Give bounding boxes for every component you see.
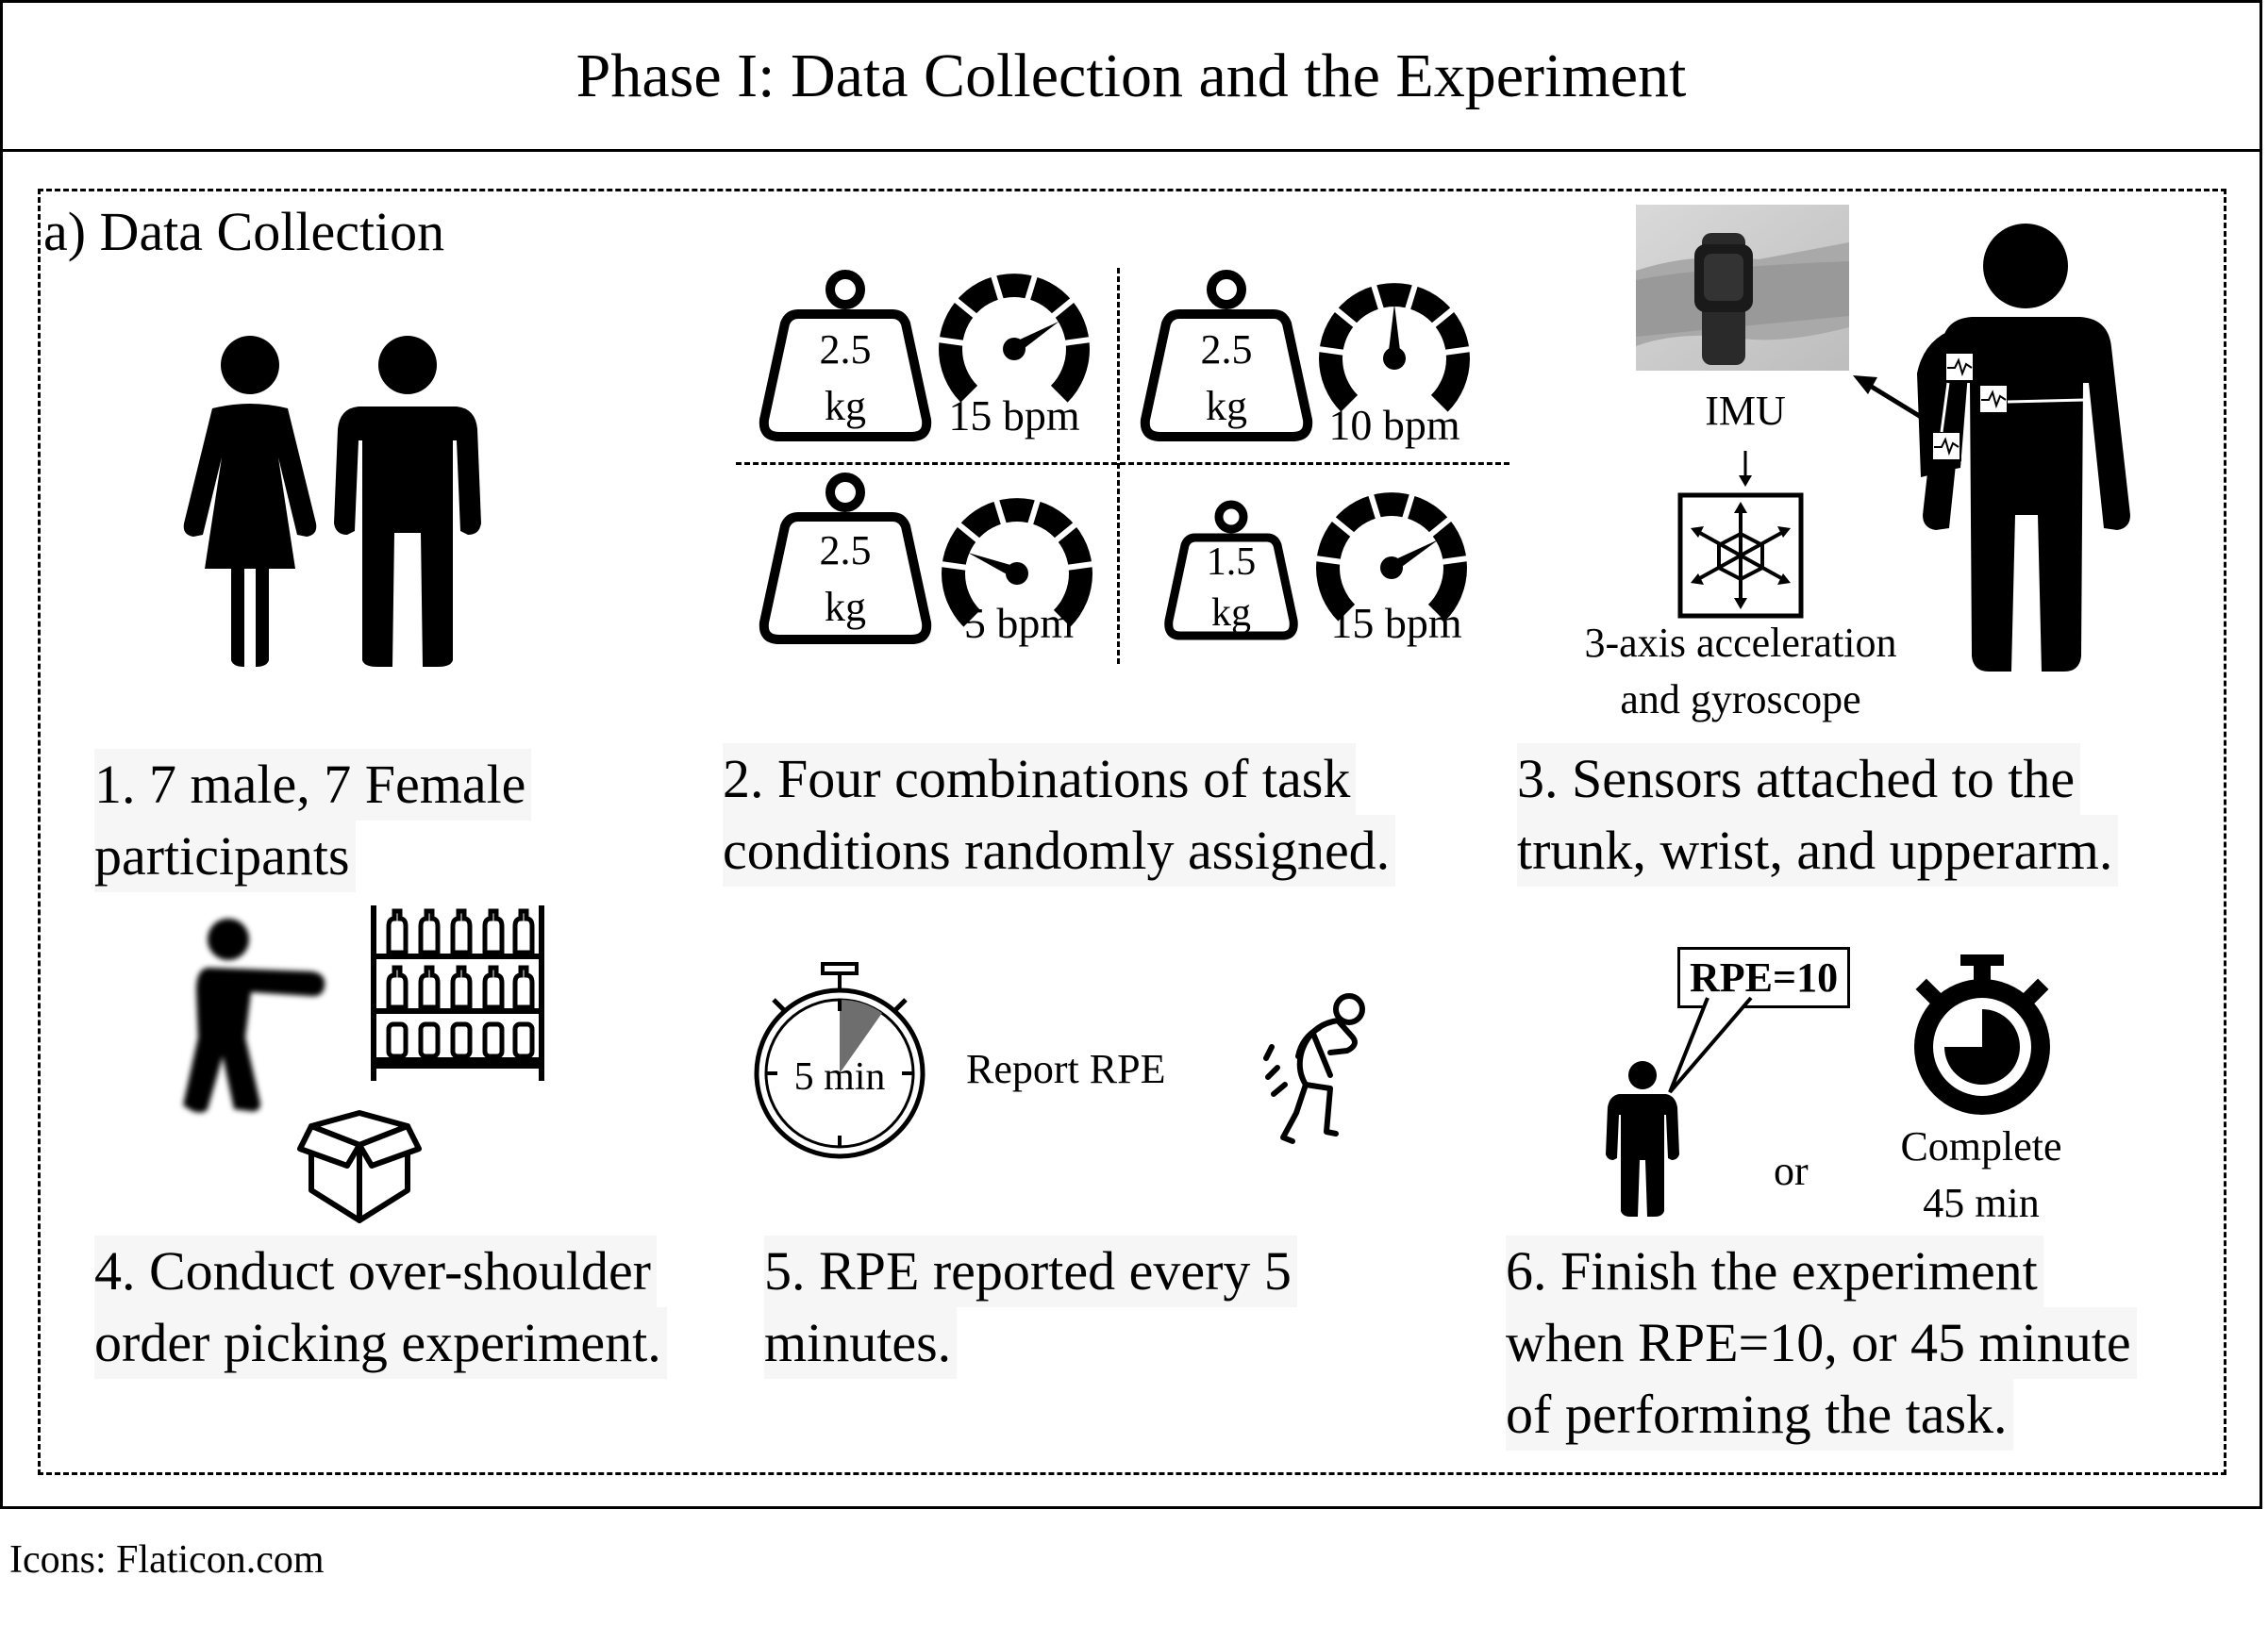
- step-4-line-2: order picking experiment.: [94, 1307, 667, 1379]
- step-4-caption: 4. Conduct over-shoulder order picking e…: [94, 1236, 667, 1379]
- grid-divider-horizontal: [736, 462, 1509, 465]
- women-icon: [183, 336, 317, 667]
- speech-bubble-tail: [1668, 996, 1753, 1094]
- imu-description-line-2: and gyroscope: [1620, 676, 1861, 722]
- condition-2-rate: 10 bpm: [1328, 401, 1460, 449]
- man-icon: [334, 336, 481, 667]
- condition-1-weight-unit: kg: [825, 383, 866, 429]
- condition-1-rate: 15 bpm: [948, 391, 1080, 440]
- figure-frame: Phase I: Data Collection and the Experim…: [0, 0, 2262, 1509]
- weight-icon: [1140, 270, 1313, 441]
- step-5-line-2: minutes.: [764, 1307, 958, 1379]
- title-bar: Phase I: Data Collection and the Experim…: [3, 3, 2260, 152]
- data-collection-panel: [38, 189, 2226, 1475]
- gauge-icon: [1317, 283, 1472, 412]
- gauge-icon: [1314, 492, 1469, 622]
- step-6-caption: 6. Finish the experiment when RPE=10, or…: [1506, 1236, 2137, 1451]
- condition-2-weight-value: 2.5: [1200, 326, 1253, 373]
- step-3-line-1: 3. Sensors attached to the: [1517, 743, 2081, 815]
- imu-chip-icon: [1677, 492, 1804, 619]
- gauge-icon: [937, 274, 1092, 403]
- condition-3-weight-value: 2.5: [819, 527, 872, 573]
- complete-label-line-1: Complete: [1900, 1123, 2062, 1170]
- report-rpe-label: Report RPE: [966, 1046, 1166, 1092]
- section-label: a) Data Collection: [43, 201, 445, 262]
- step-2-line-2: conditions randomly assigned.: [723, 815, 1396, 887]
- step-1-caption: 1. 7 male, 7 Female participants: [94, 749, 532, 892]
- complete-label-line-2: 45 min: [1923, 1180, 2040, 1226]
- step-6-line-2: when RPE=10, or 45 minute: [1506, 1307, 2137, 1379]
- rpe-speech-bubble: RPE=10: [1677, 947, 1851, 1008]
- down-arrow-icon: [1739, 451, 1752, 487]
- condition-4-rate: 15 bpm: [1330, 599, 1462, 647]
- step-5-caption: 5. RPE reported every 5 minutes.: [764, 1236, 1297, 1379]
- timer-icon: [1914, 954, 2050, 1115]
- weight-icon: [759, 473, 932, 644]
- step-1-line-2: participants: [94, 821, 356, 892]
- step-3-caption: 3. Sensors attached to the trunk, wrist,…: [1517, 743, 2119, 887]
- standing-person-icon: [1606, 1061, 1679, 1217]
- imu-description-line-1: 3-axis acceleration: [1584, 620, 1897, 666]
- step-2-line-1: 2. Four combinations of task: [723, 743, 1357, 815]
- weight-icon: [1164, 500, 1298, 640]
- shelf-icon: [371, 905, 544, 1081]
- reaching-person-icon: [183, 919, 325, 1113]
- condition-2-weight-unit: kg: [1206, 383, 1247, 429]
- step-1-line-1: 1. 7 male, 7 Female: [94, 749, 532, 821]
- condition-4-weight-value: 1.5: [1206, 540, 1257, 584]
- condition-3-weight-unit: kg: [825, 584, 866, 630]
- gauge-icon: [940, 498, 1094, 627]
- weight-icon: [759, 270, 932, 441]
- step-3-line-2: trunk, wrist, and upperarm.: [1517, 815, 2119, 887]
- step-6-line-1: 6. Finish the experiment: [1506, 1236, 2043, 1307]
- stopwatch-icon: [754, 962, 926, 1159]
- imu-label: IMU: [1705, 388, 1786, 434]
- condition-1-weight-value: 2.5: [819, 326, 872, 373]
- step-6-line-3: of performing the task.: [1506, 1379, 2013, 1451]
- box-icon: [297, 1110, 422, 1223]
- wrist-sensor-photo: [1636, 205, 1849, 371]
- or-label: or: [1774, 1148, 1809, 1194]
- timer-label: 5 min: [793, 1055, 886, 1099]
- step-4-line-1: 4. Conduct over-shoulder: [94, 1236, 657, 1307]
- step-5-line-1: 5. RPE reported every 5: [764, 1236, 1297, 1307]
- step-2-caption: 2. Four combinations of task conditions …: [723, 743, 1396, 887]
- condition-3-rate: 5 bpm: [963, 599, 1075, 647]
- person-with-sensors-icon: [1917, 224, 2130, 672]
- grid-divider-vertical: [1117, 268, 1120, 664]
- figure-title: Phase I: Data Collection and the Experim…: [575, 41, 1687, 110]
- condition-4-weight-unit: kg: [1211, 591, 1251, 635]
- fatigued-person-icon: [1263, 993, 1365, 1144]
- icon-credit: Icons: Flaticon.com: [9, 1538, 325, 1582]
